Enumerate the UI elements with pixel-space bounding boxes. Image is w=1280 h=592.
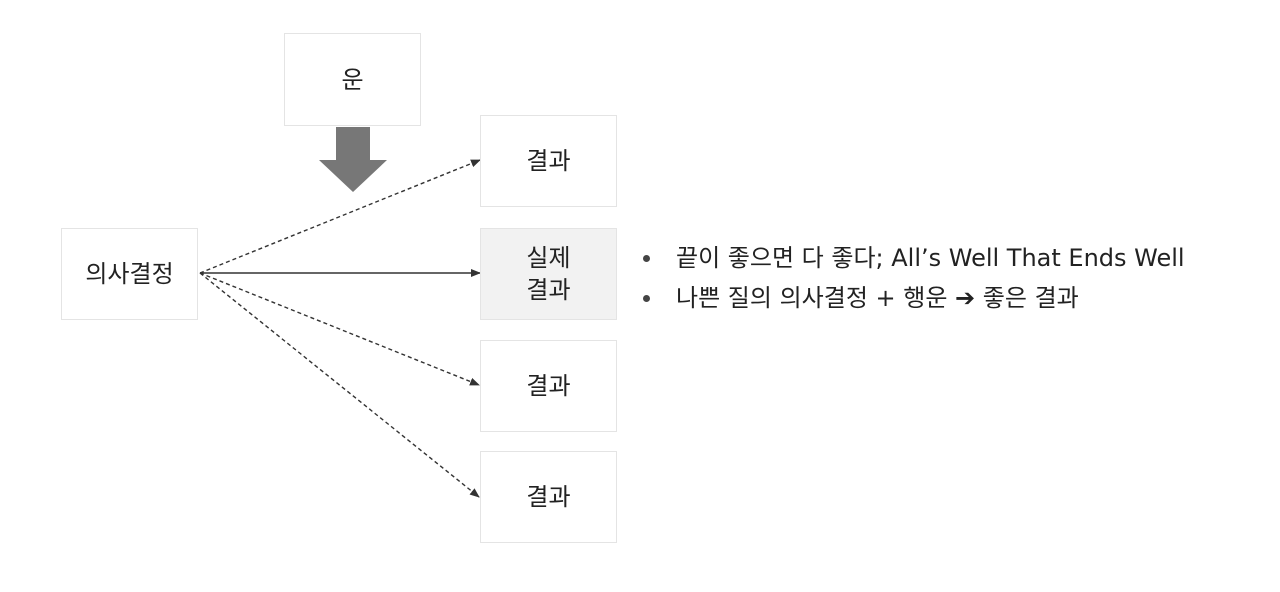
luck-arrow-icon [319,127,387,192]
outcome-label: 결과 [526,372,571,400]
connector-outcome-1 [199,159,481,274]
connector-outcome-4 [199,272,480,498]
outcome-box: 결과 [480,451,617,543]
outcome-box: 결과 [480,340,617,432]
outcome-label: 결과 [526,147,571,175]
actual-outcome-label: 실제 결과 [526,244,571,304]
connector-outcome-3 [199,272,480,386]
note-item: 나쁜 질의 의사결정 + 행운 ➔ 좋은 결과 [640,278,1185,318]
luck-box: 운 [284,33,421,126]
decision-label: 의사결정 [85,260,174,288]
decision-box: 의사결정 [61,228,198,320]
outcome-box: 결과 [480,115,617,207]
outcome-label: 결과 [526,483,571,511]
luck-label: 운 [341,65,364,94]
notes-list: 끝이 좋으면 다 좋다; All’s Well That Ends Well 나… [640,238,1185,318]
note-item: 끝이 좋으면 다 좋다; All’s Well That Ends Well [640,238,1185,278]
actual-outcome-box: 실제 결과 [480,228,617,320]
